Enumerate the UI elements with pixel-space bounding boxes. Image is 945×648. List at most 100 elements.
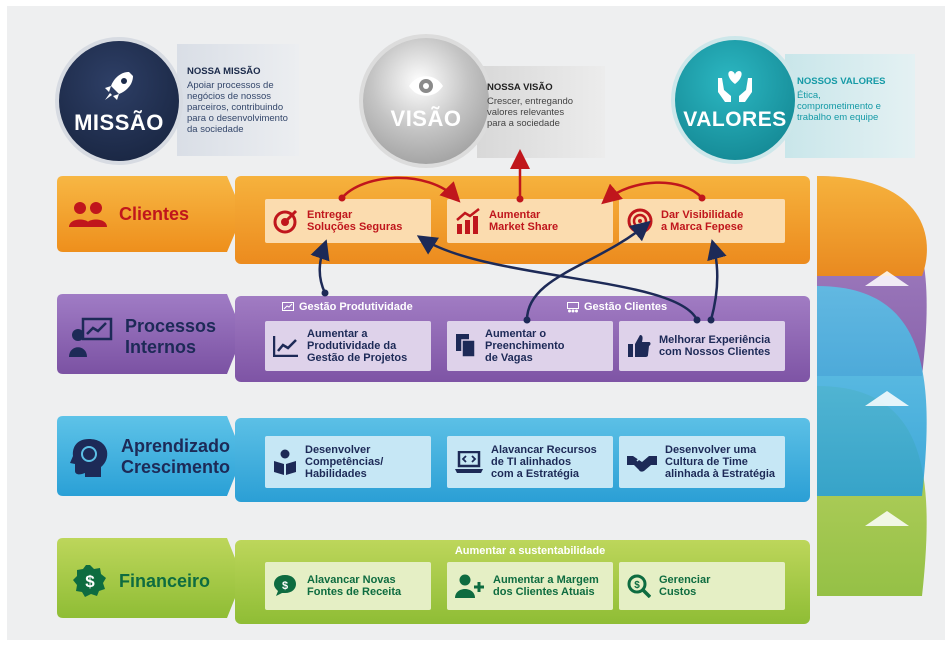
relationship-arrows <box>310 149 727 324</box>
objective-line: dos Clientes Atuais <box>493 586 595 598</box>
objective-line: alinhada à Estratégia <box>665 468 776 480</box>
documents-icon <box>456 334 476 358</box>
objective-line: Desenvolver <box>305 444 371 456</box>
missao-text-line: negócios de nossos <box>187 91 271 102</box>
visao-description: NOSSA VISÃO Crescer, entregando valores … <box>487 82 597 129</box>
objective-line: Dar Visibilidade <box>661 209 744 221</box>
valores-text-line: comprometimento e <box>797 101 881 112</box>
right-flow-curves <box>817 176 927 596</box>
thumbs-up-icon <box>628 335 651 357</box>
visao-circle: VISÃO <box>363 38 489 164</box>
visao-text-line: valores relevantes <box>487 107 565 118</box>
financeiro-label: Financeiro <box>119 570 211 591</box>
financeiro-category: $ Financeiro <box>73 564 210 598</box>
aprendizado-category: Aprendizado Crescimento <box>69 436 230 478</box>
subgroup-gestao-produtividade: Gestão Produtividade <box>282 301 413 313</box>
subgroup-gestao-clientes: Gestão Clientes <box>567 301 667 313</box>
objective-line: Aumentar <box>489 209 541 221</box>
visao-label: VISÃO <box>390 106 462 131</box>
hands-heart-icon <box>718 71 752 102</box>
missao-circle: MISSÃO <box>59 41 179 161</box>
bar-chart-up-icon <box>456 208 480 234</box>
objective-line: Habilidades <box>305 468 367 480</box>
objective-line: Aumentar o <box>485 328 547 340</box>
target-icon <box>273 209 298 234</box>
valores-title: NOSSOS VALORES <box>797 76 886 87</box>
visao-info-panel <box>477 66 605 158</box>
objective-line: com Nossos Clientes <box>659 346 771 358</box>
visao-text-line: para a sociedade <box>487 118 560 129</box>
objective-line: Preenchimento <box>485 340 565 352</box>
visao-text-line: Crescer, entregando <box>487 96 574 107</box>
objective-line: Aumentar a Margem <box>493 574 599 586</box>
subgroup-label: Gestão Clientes <box>584 301 668 313</box>
svg-text:$: $ <box>85 572 95 591</box>
missao-label: MISSÃO <box>74 110 164 135</box>
money-chat-icon: $ <box>274 575 296 596</box>
clientes-label: Clientes <box>119 203 190 224</box>
missao-text-line: parceiros, contribuindo <box>187 102 284 113</box>
objective-line: a Marca Fepese <box>661 221 743 233</box>
aprendizado-label-line: Aprendizado <box>121 436 231 456</box>
missao-text-line: da sociedade <box>187 124 244 135</box>
valores-info-panel <box>785 54 915 158</box>
valores-text-line: trabalho em equipe <box>797 112 879 123</box>
missao-title: NOSSA MISSÃO <box>187 66 261 77</box>
strategy-map: MISSÃO NOSSA MISSÃO Apoiar processos de … <box>7 6 945 640</box>
aprendizado-label-line: Crescimento <box>121 457 231 477</box>
objective-line: Cultura de Time <box>665 456 748 468</box>
rocket-icon <box>105 72 133 100</box>
aprendizado-category-shape <box>57 416 243 496</box>
objective-line: Aumentar a <box>307 328 368 340</box>
eye-icon <box>409 76 443 96</box>
processos-category-shape <box>57 294 243 374</box>
group-icon <box>567 301 579 312</box>
objective-line: Produtividade da <box>307 340 397 352</box>
processos-category: Processos Internos <box>69 316 216 358</box>
missao-text-line: para o desenvolvimento <box>187 113 288 124</box>
reader-icon <box>274 449 296 475</box>
processos-label-line: Internos <box>125 337 197 357</box>
svg-text:$: $ <box>282 580 288 592</box>
brain-head-icon <box>70 439 108 477</box>
objective-line: Alavancar Recursos <box>491 444 597 456</box>
missao-description: NOSSA MISSÃO Apoiar processos de negócio… <box>187 66 302 135</box>
arrow-entregar-to-marketshare <box>341 176 461 203</box>
arrow-experiencia-to-visibilidade <box>707 239 727 321</box>
money-search-icon: $ <box>627 574 651 598</box>
valores-description: NOSSOS VALORES Ética, comprometimento e … <box>797 76 912 123</box>
objective-line: Fontes de Receita <box>307 586 402 598</box>
missao-info-panel <box>177 44 299 156</box>
subgroup-label: Gestão Produtividade <box>299 301 413 313</box>
monitor-chart-icon <box>282 301 294 311</box>
valores-label: VALORES <box>683 108 787 131</box>
clientes-category: Clientes <box>69 201 189 227</box>
valores-circle: VALORES <box>675 40 795 160</box>
visao-title: NOSSA VISÃO <box>487 82 553 93</box>
objective-line: Melhorar Experiência <box>659 334 771 346</box>
objective-line: Soluções Seguras <box>307 221 403 233</box>
presentation-user-icon <box>69 317 113 357</box>
clientes-category-shape <box>57 176 243 252</box>
objective-line: de Vagas <box>485 352 533 364</box>
trend-chart-icon <box>273 336 298 357</box>
objective-line: Gestão de Projetos <box>307 352 408 364</box>
valores-text-line: Ética, <box>797 90 821 101</box>
arrow-experiencia-to-entregar <box>416 235 699 321</box>
financeiro-category-shape <box>57 538 243 618</box>
objective-line: Competências/ <box>305 456 384 468</box>
arrow-preenchimento-to-visibilidade <box>525 220 651 321</box>
handshake-icon <box>627 455 657 472</box>
objective-line: Gerenciar <box>659 574 711 586</box>
processos-label-line: Processos <box>125 316 217 336</box>
